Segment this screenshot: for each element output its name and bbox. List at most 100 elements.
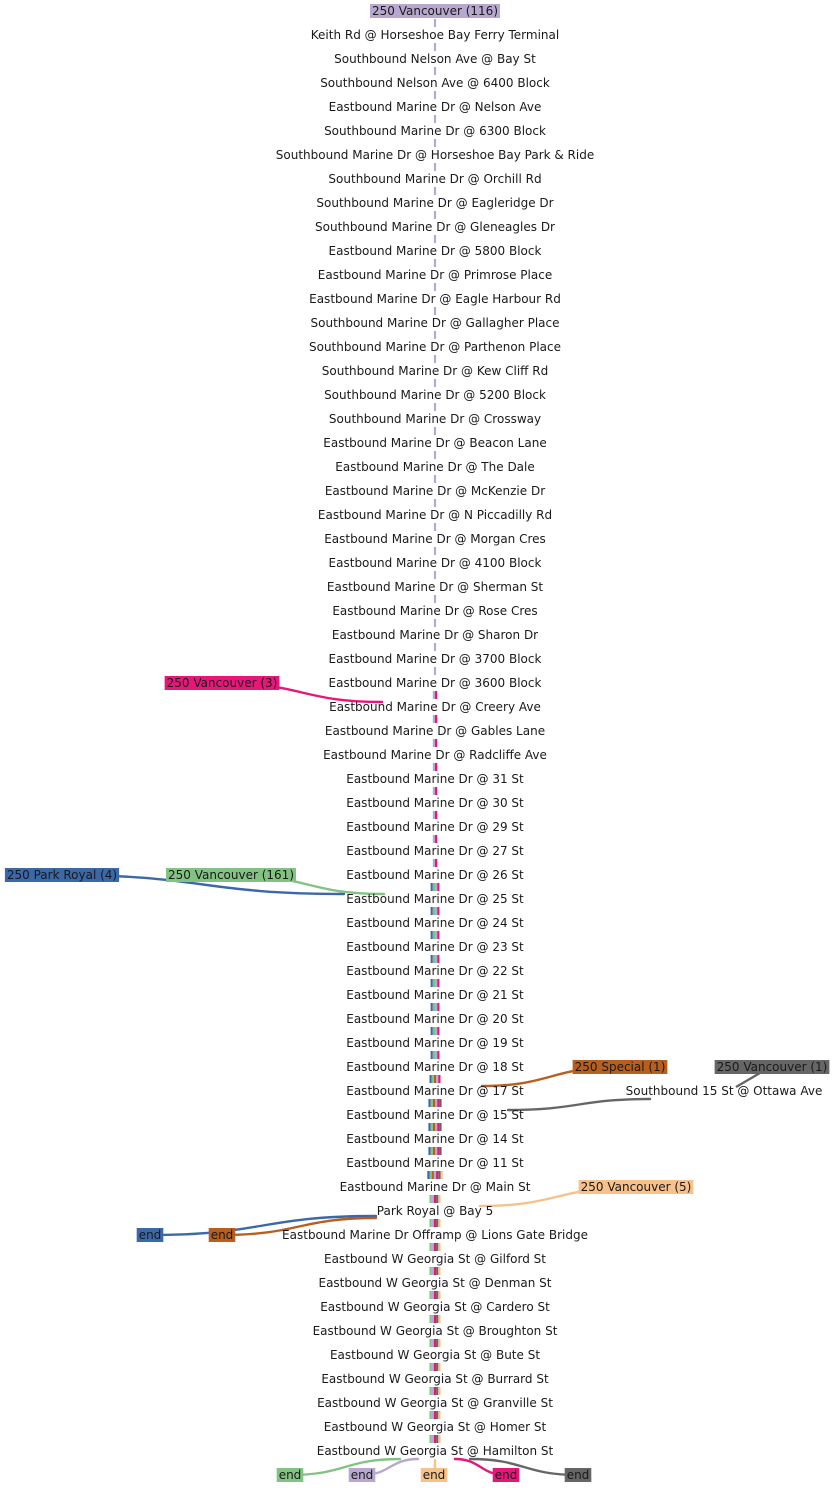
stop-label: Eastbound W Georgia St @ Broughton St (313, 1324, 558, 1338)
stop-label-layer: Keith Rd @ Horseshoe Bay Ferry TerminalS… (276, 28, 823, 1458)
segment-layer (427, 19, 443, 1443)
stop-label: Southbound Marine Dr @ Kew Cliff Rd (322, 364, 548, 378)
stop-label: Eastbound Marine Dr @ Morgan Cres (324, 532, 546, 546)
stop-label: Eastbound Marine Dr @ 3700 Block (329, 652, 542, 666)
stop-label: Southbound Marine Dr @ Horseshoe Bay Par… (276, 148, 594, 162)
route-tag-pr: 250 Park Royal (4) (4, 868, 120, 882)
stop-label: Eastbound Marine Dr @ 21 St (346, 988, 524, 1002)
connector-vg-end (288, 1457, 402, 1477)
end-tag-pr-label: end (139, 1228, 162, 1242)
stop-label: Southbound Marine Dr @ Gleneagles Dr (315, 220, 555, 234)
end-tag-vg-label: end (279, 1468, 302, 1482)
route-tag-pr-box (4, 868, 120, 882)
stop-label: Eastbound Marine Dr @ 27 St (346, 844, 524, 858)
stop-label: Eastbound Marine Dr @ 5800 Block (329, 244, 542, 258)
stop-label: Eastbound Marine Dr @ 11 St (346, 1156, 524, 1170)
stop-label: Southbound Nelson Ave @ 6400 Block (320, 76, 550, 90)
stop-label: Eastbound W Georgia St @ Gilford St (324, 1252, 546, 1266)
end-tag-sp: end (208, 1228, 236, 1242)
end-tag-vg-box (276, 1468, 304, 1482)
route-tag-gy-label: 250 Vancouver (1) (717, 1060, 828, 1074)
stop-label: Park Royal @ Bay 5 (377, 1204, 493, 1218)
stop-label: Eastbound Marine Dr @ 23 St (346, 940, 524, 954)
connector-gy-end (468, 1457, 580, 1477)
stop-label: Eastbound Marine Dr @ 3600 Block (329, 676, 542, 690)
stop-label: Eastbound Marine Dr @ 4100 Block (329, 556, 542, 570)
stop-label: Eastbound Marine Dr @ The Dale (335, 460, 535, 474)
route-tag-layer: 250 Vancouver (116) 250 Vancouver (3) 250 … (4, 4, 830, 1482)
stop-label: Eastbound Marine Dr @ Main St (340, 1180, 531, 1194)
stop-label: Eastbound Marine Dr @ Nelson Ave (329, 100, 542, 114)
stop-label: Eastbound Marine Dr @ 19 St (346, 1036, 524, 1050)
end-tag-pr-box (136, 1228, 164, 1242)
route-tag-or: 250 Vancouver (5) (578, 1180, 694, 1194)
end-tag-gy: end (564, 1468, 592, 1482)
stop-label: Eastbound Marine Dr @ Rose Cres (332, 604, 537, 618)
stop-label: Eastbound Marine Dr @ 18 St (346, 1060, 524, 1074)
stop-label: Eastbound W Georgia St @ Denman St (318, 1276, 551, 1290)
route-tag-sp: 250 Special (1) (572, 1060, 668, 1074)
end-tag-vm-label: end (495, 1468, 518, 1482)
route-tag-or-label: 250 Vancouver (5) (581, 1180, 692, 1194)
end-tag-vp-label: end (351, 1468, 374, 1482)
stop-label: Southbound Nelson Ave @ Bay St (334, 52, 536, 66)
route-tag-vm: 250 Vancouver (3) (164, 676, 280, 690)
stop-label: Eastbound Marine Dr @ Eagle Harbour Rd (309, 292, 561, 306)
stop-label: Southbound Marine Dr @ Parthenon Place (309, 340, 561, 354)
stop-label: Southbound Marine Dr @ Crossway (329, 412, 541, 426)
stop-label: Eastbound W Georgia St @ Burrard St (321, 1372, 549, 1386)
stop-label: Eastbound Marine Dr @ Gables Lane (325, 724, 545, 738)
connector-gy-merge (506, 1097, 652, 1112)
end-tag-gy-box (564, 1468, 592, 1482)
end-tag-vm: end (492, 1468, 520, 1482)
stop-label: Eastbound Marine Dr @ 29 St (346, 820, 524, 834)
stop-label: Southbound Marine Dr @ Orchill Rd (328, 172, 541, 186)
route-tag-or-box (578, 1180, 694, 1194)
stop-label: Eastbound Marine Dr @ Beacon Lane (323, 436, 546, 450)
stop-label: Eastbound Marine Dr @ McKenzie Dr (325, 484, 545, 498)
route-tag-vp-box (370, 4, 500, 18)
stop-label: Eastbound Marine Dr @ 30 St (346, 796, 524, 810)
stop-label: Eastbound Marine Dr @ 31 St (346, 772, 524, 786)
route-tag-gy: 250 Vancouver (1) (714, 1060, 830, 1074)
stop-label: Eastbound Marine Dr @ Radcliffe Ave (323, 748, 547, 762)
end-tag-or-label: end (423, 1468, 446, 1482)
route-tag-sp-label: 250 Special (1) (575, 1060, 666, 1074)
end-tag-sp-box (208, 1228, 236, 1242)
stop-label: Eastbound Marine Dr @ Sharon Dr (332, 628, 538, 642)
route-tag-sp-box (572, 1060, 668, 1074)
route-tag-gy-box (714, 1060, 830, 1074)
stop-label: Eastbound Marine Dr @ 14 St (346, 1132, 524, 1146)
connector-sp-end (220, 1216, 378, 1237)
end-tag-pr: end (136, 1228, 164, 1242)
side-stop-label: Southbound 15 St @ Ottawa Ave (626, 1084, 823, 1098)
route-tag-vm-box (164, 676, 280, 690)
route-tag-vp-label: 250 Vancouver (116) (372, 4, 498, 18)
stop-label: Eastbound W Georgia St @ Granville St (317, 1396, 553, 1410)
stop-label: Southbound Marine Dr @ 5200 Block (324, 388, 546, 402)
end-tag-vp-box (348, 1468, 376, 1482)
route-tag-vg: 250 Vancouver (161) (166, 868, 296, 882)
stop-label: Southbound Marine Dr @ Gallagher Place (311, 316, 560, 330)
route-tag-pr-label: 250 Park Royal (4) (7, 868, 117, 882)
stop-label: Eastbound Marine Dr @ 17 St (346, 1084, 524, 1098)
stop-label: Eastbound W Georgia St @ Bute St (330, 1348, 540, 1362)
stop-label: Eastbound Marine Dr @ 24 St (346, 916, 524, 930)
stop-label: Eastbound Marine Dr @ 20 St (346, 1012, 524, 1026)
stop-label: Eastbound W Georgia St @ Homer St (324, 1420, 547, 1434)
end-tag-vg: end (276, 1468, 304, 1482)
stop-label: Eastbound Marine Dr Offramp @ Lions Gate… (282, 1228, 588, 1242)
stop-label: Keith Rd @ Horseshoe Bay Ferry Terminal (311, 28, 559, 42)
stop-label: Eastbound Marine Dr @ 22 St (346, 964, 524, 978)
stop-label: Eastbound Marine Dr @ Creery Ave (329, 700, 541, 714)
stop-label: Southbound Marine Dr @ Eagleridge Dr (316, 196, 553, 210)
end-tag-vp: end (348, 1468, 376, 1482)
end-tag-or: end (420, 1468, 448, 1482)
end-tag-vm-box (492, 1468, 520, 1482)
stop-label: Southbound Marine Dr @ 6300 Block (324, 124, 546, 138)
end-tag-or-box (420, 1468, 448, 1482)
stop-label: Eastbound Marine Dr @ 25 St (346, 892, 524, 906)
stop-label: Eastbound Marine Dr @ N Piccadilly Rd (318, 508, 552, 522)
connector-pr-end (148, 1214, 378, 1237)
